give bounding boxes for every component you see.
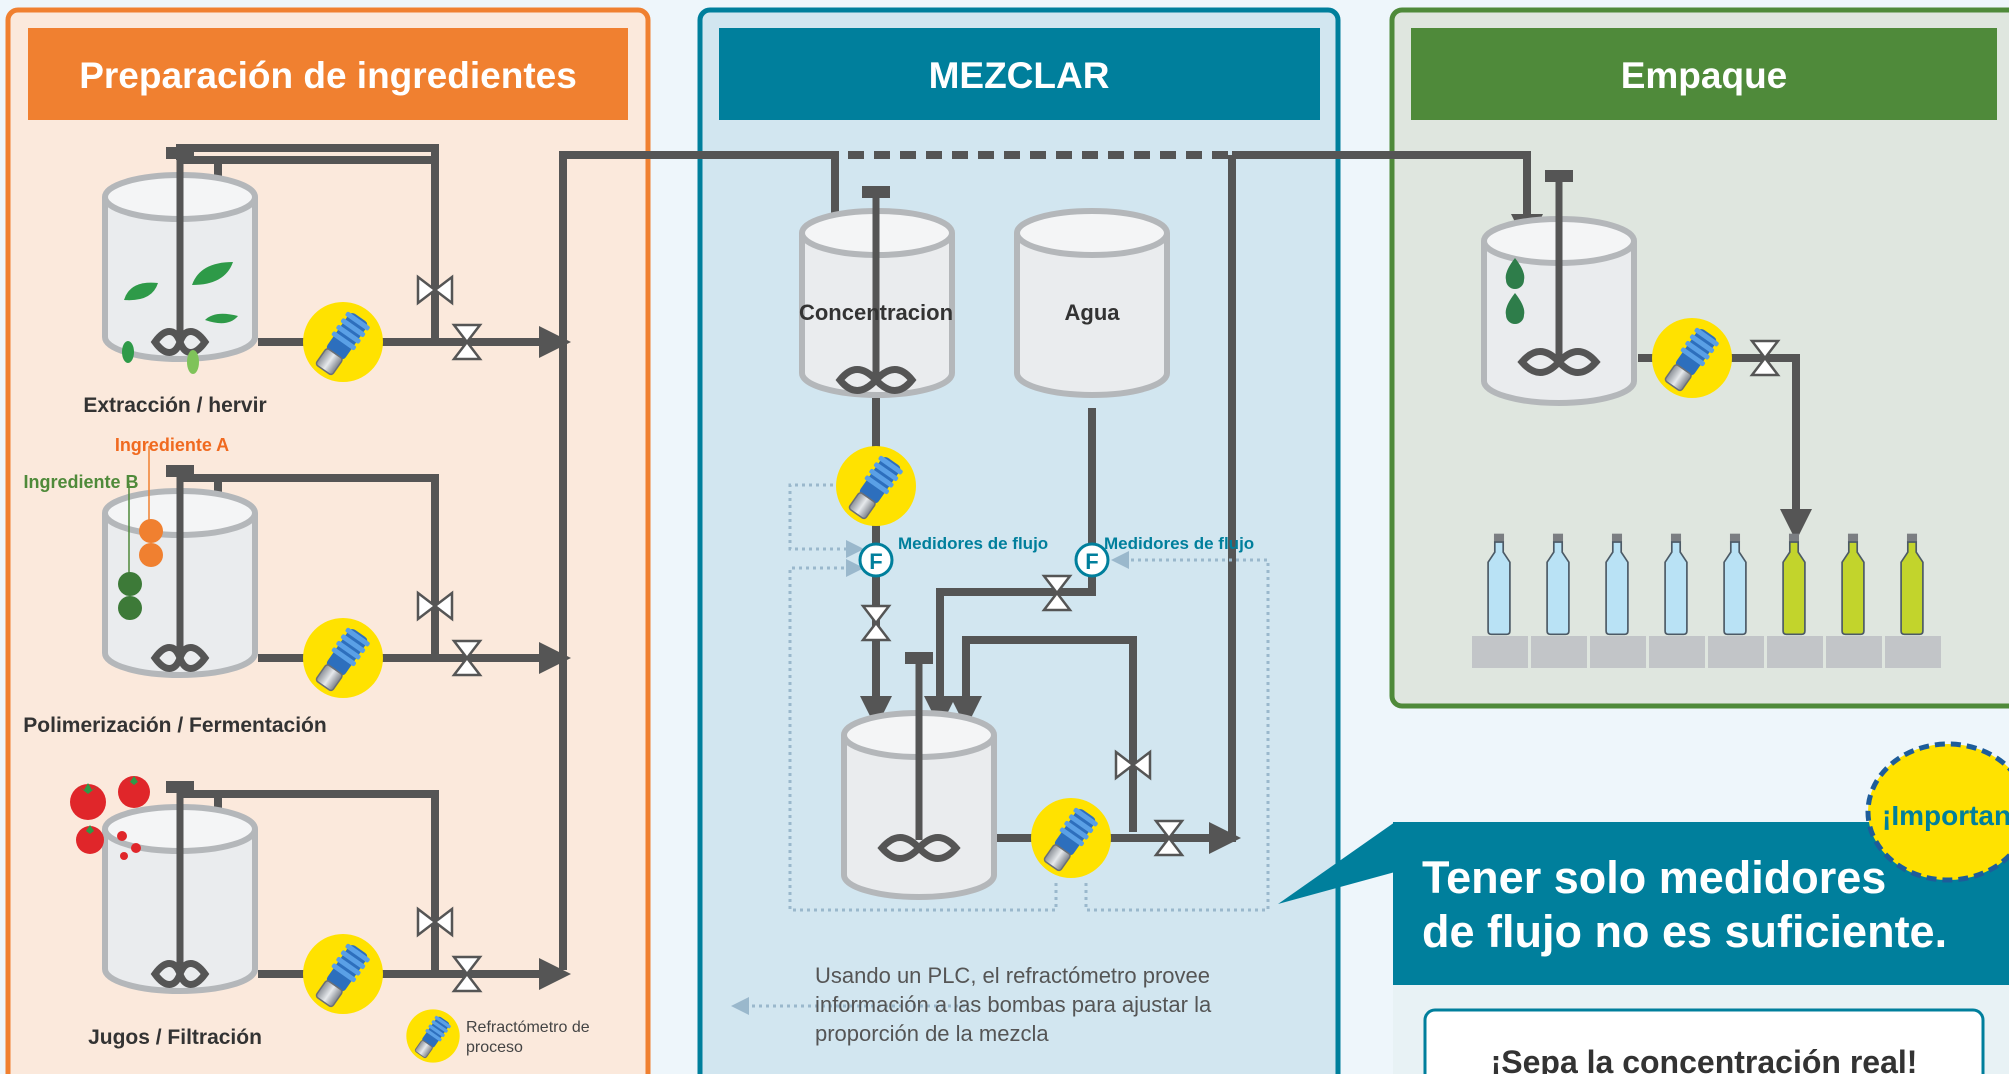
leaf-icon <box>187 350 199 374</box>
leaf-icon <box>205 313 238 324</box>
flowmeter-symbol: F <box>1085 549 1098 574</box>
refractometer-pump-icon <box>835 445 917 527</box>
legend: Refractómetro de proceso <box>405 1008 590 1064</box>
callout-subbox <box>1423 1008 1985 1074</box>
drop-icon <box>1505 258 1525 289</box>
ingredient-b-label: Ingrediente B <box>23 472 138 492</box>
legend-label-line1: Refractómetro de <box>466 1019 590 1036</box>
ingredient-a-label: Ingrediente A <box>115 435 229 455</box>
refractometer-pump-icon <box>1030 797 1112 879</box>
mix-equipment: Concentracion Agua F Medidores de flujo … <box>731 186 1270 1046</box>
prep-title: Preparación de ingredientes <box>79 55 577 96</box>
note-line-1: Usando un PLC, el refractómetro provee <box>815 963 1210 988</box>
legend-label-line2: proceso <box>466 1039 523 1056</box>
refractometer-pump-icon <box>302 301 384 383</box>
flowmeter-label: Medidores de flujo <box>898 534 1048 553</box>
conveyor <box>1472 636 1941 668</box>
callout-line-1: Tener solo medidores <box>1422 852 1886 903</box>
ingredient-a-drop <box>139 519 163 543</box>
flowmeter-label: Medidores de flujo <box>1104 534 1254 553</box>
callout-subtitle: ¡Sepa la concentración real! <box>1491 1044 1918 1074</box>
important-badge-label: ¡Importante! <box>1882 800 2009 831</box>
water-label: Agua <box>1065 300 1121 325</box>
tank-row-juices: Jugos / Filtración <box>70 776 571 1049</box>
note-line-2: información a las bombas para ajustar la <box>815 992 1212 1017</box>
drop-icon <box>1505 293 1525 324</box>
flowmeter-water: F Medidores de flujo <box>1074 534 1254 578</box>
leaf-icon <box>122 341 134 363</box>
juices-label: Jugos / Filtración <box>88 1026 262 1049</box>
mix-header <box>719 28 1320 120</box>
tank-row-polymerization: Ingrediente A Ingrediente B Polimerizaci… <box>23 435 571 737</box>
flowmeter-concentration: F Medidores de flujo <box>858 534 1048 578</box>
flowmeter-symbol: F <box>869 549 882 574</box>
important-badge: ¡Importante! <box>1865 741 2009 883</box>
extraction-label: Extracción / hervir <box>83 394 266 417</box>
ingredient-b-drop <box>118 596 142 620</box>
polymerization-label: Polimerización / Fermentación <box>23 714 326 737</box>
leaf-icon <box>124 282 158 301</box>
ingredient-b-drop <box>118 572 142 596</box>
refractometer-pump-icon <box>1651 317 1733 399</box>
refractometer-legend-icon <box>405 1008 461 1064</box>
callout-line-2: de flujo no es suficiente. <box>1422 906 1947 957</box>
prep-header <box>28 28 628 120</box>
ingredient-a-drop <box>139 543 163 567</box>
pack-title: Empaque <box>1621 55 1788 96</box>
leaf-icon <box>192 262 233 285</box>
note-line-3: proporción de la mezcla <box>815 1021 1049 1046</box>
pack-header <box>1411 28 1997 120</box>
refractometer-pump-icon <box>302 933 384 1015</box>
callout: Tener solo medidores de flujo no es sufi… <box>1278 741 2009 1074</box>
concentration-label: Concentracion <box>799 300 953 325</box>
tomato-icon <box>70 776 150 854</box>
mix-title: MEZCLAR <box>929 55 1110 96</box>
pack-equipment <box>1472 170 1941 668</box>
refractometer-pump-icon <box>302 617 384 699</box>
tank-row-extraction: Extracción / hervir <box>83 144 571 417</box>
